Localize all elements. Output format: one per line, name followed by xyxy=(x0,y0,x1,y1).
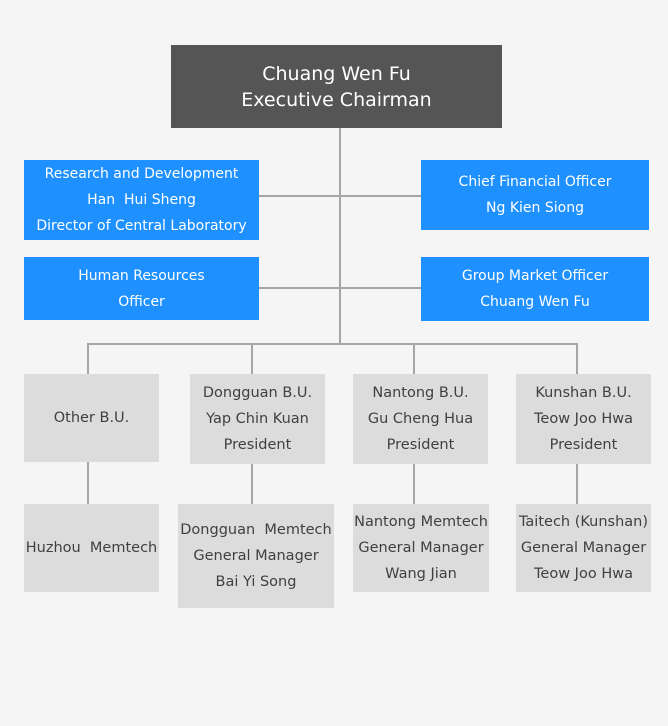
gmo-box: Group Market Officer Chuang Wen Fu xyxy=(421,257,649,321)
drop-kunshan-bu xyxy=(576,343,578,374)
hr-line2: Officer xyxy=(118,293,165,310)
link-kunshan-taitech xyxy=(576,464,578,504)
nantong-bu-line2: Gu Cheng Hua xyxy=(367,411,474,427)
huzhou-memtech-box: Huzhou Memtech xyxy=(24,504,159,592)
bu-bus-line xyxy=(87,343,578,345)
dongguan-bu-line2: Yap Chin Kuan xyxy=(206,411,309,427)
other-bu-box: Other B.U. xyxy=(24,374,159,462)
nantong-bu-line3: President xyxy=(386,437,455,453)
drop-nantong-bu xyxy=(413,343,415,374)
chairman-title: Executive Chairman xyxy=(241,88,432,111)
other-bu-line1: Other B.U. xyxy=(53,410,130,426)
chairman-name: Chuang Wen Fu xyxy=(262,62,411,85)
kunshan-bu-line3: President xyxy=(549,437,618,453)
taitech-line1: Taitech (Kunshan) xyxy=(518,514,649,530)
connector-rnd-cfo xyxy=(258,195,422,197)
taitech-line2: General Manager xyxy=(520,540,647,556)
cfo-line2: Ng Kien Siong xyxy=(486,200,584,216)
nantong-bu-line1: Nantong B.U. xyxy=(372,385,469,401)
kunshan-bu-line1: Kunshan B.U. xyxy=(535,385,632,401)
dongguan-bu-line1: Dongguan B.U. xyxy=(202,385,313,401)
cfo-box: Chief Financial Officer Ng Kien Siong xyxy=(421,160,649,230)
nantong-bu-box: Nantong B.U. Gu Cheng Hua President xyxy=(353,374,488,464)
gmo-line1: Group Market Officer xyxy=(461,268,609,284)
connector-hr-gmo xyxy=(258,287,422,289)
taitech-kunshan-box: Taitech (Kunshan) General Manager Teow J… xyxy=(516,504,651,592)
nantong-memtech-line2: General Manager xyxy=(358,540,484,556)
gmo-line2: Chuang Wen Fu xyxy=(480,294,590,310)
hr-box: Human Resources Officer xyxy=(24,257,259,320)
link-other-huzhou xyxy=(87,462,89,504)
hr-line1: Human Resources xyxy=(78,267,205,284)
link-dongguan-memtech xyxy=(251,464,253,504)
kunshan-bu-box: Kunshan B.U. Teow Joo Hwa President xyxy=(516,374,651,464)
chairman-box: Chuang Wen Fu Executive Chairman xyxy=(171,45,502,128)
dongguan-memtech-line3: Bai Yi Song xyxy=(215,574,297,590)
dongguan-bu-line3: President xyxy=(223,437,292,453)
dongguan-memtech-line1: Dongguan Memtech xyxy=(180,522,332,538)
rnd-line3: Director of Central Laboratory xyxy=(36,218,247,234)
drop-dongguan-bu xyxy=(251,343,253,374)
huzhou-line1: Huzhou Memtech xyxy=(25,540,158,556)
rnd-line2: Han Hui Sheng xyxy=(87,192,196,208)
nantong-memtech-line1: Nantong Memtech xyxy=(354,514,488,530)
drop-other-bu xyxy=(87,343,89,374)
taitech-line3: Teow Joo Hwa xyxy=(534,566,633,582)
rnd-line1: Research and Development xyxy=(44,166,239,182)
trunk-line xyxy=(339,128,341,344)
dongguan-memtech-box: Dongguan Memtech General Manager Bai Yi … xyxy=(178,504,334,608)
kunshan-bu-line2: Teow Joo Hwa xyxy=(534,411,633,427)
dongguan-bu-box: Dongguan B.U. Yap Chin Kuan President xyxy=(190,374,325,464)
cfo-line1: Chief Financial Officer xyxy=(458,174,612,190)
link-nantong-memtech xyxy=(413,464,415,504)
nantong-memtech-line3: Wang Jian xyxy=(385,566,457,582)
dongguan-memtech-line2: General Manager xyxy=(193,548,319,564)
nantong-memtech-box: Nantong Memtech General Manager Wang Jia… xyxy=(353,504,489,592)
rnd-box: Research and Development Han Hui Sheng D… xyxy=(24,160,259,240)
